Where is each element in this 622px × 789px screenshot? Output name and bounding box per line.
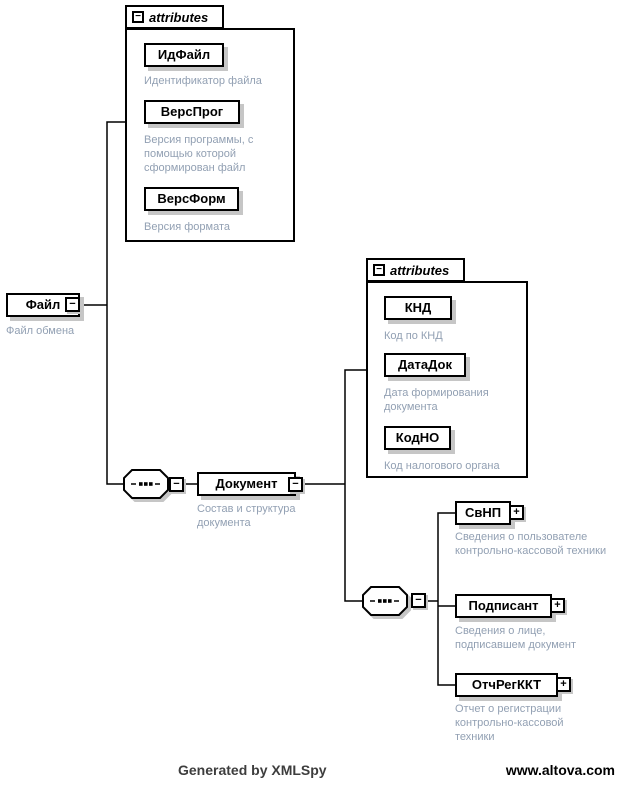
element-fajl-annotation: Файл обмена	[6, 325, 75, 337]
attribute-datadok-annotation: Дата формирования документа	[384, 387, 489, 413]
element-otchregkkt[interactable]: ОтчРегККТ	[455, 673, 558, 697]
element-dokument-annotation: Состав и структура документа	[197, 503, 296, 529]
element-podpisant-annotation: Сведения о лице, подписавшем документ	[455, 625, 577, 651]
element-otchregkkt-annotation: Отчет о регистрации контрольно-кассовой …	[455, 703, 564, 743]
document-attributes-header[interactable]: − attributes	[366, 258, 465, 282]
collapse-icon[interactable]: −	[169, 477, 184, 492]
element-svnp[interactable]: СвНП	[455, 501, 511, 525]
attribute-versprog[interactable]: ВерсПрог	[144, 100, 240, 124]
attribute-versform[interactable]: ВерсФорм	[144, 187, 239, 211]
collapse-icon[interactable]: −	[373, 264, 385, 276]
attribute-versform-annotation: Версия формата	[144, 221, 230, 233]
element-svnp-annotation: Сведения о пользователе контрольно-кассо…	[455, 531, 607, 557]
attribute-idfajl[interactable]: ИдФайл	[144, 43, 224, 67]
attribute-knd-annotation: Код по КНД	[384, 330, 443, 342]
attribute-kodno[interactable]: КодНО	[384, 426, 451, 450]
attribute-idfajl-annotation: Идентификатор файла	[144, 75, 262, 87]
attribute-knd[interactable]: КНД	[384, 296, 452, 320]
expand-icon[interactable]: +	[509, 505, 524, 520]
attribute-datadok[interactable]: ДатаДок	[384, 353, 466, 377]
sequence-compositor-icon[interactable]	[122, 468, 174, 504]
collapse-icon[interactable]: −	[65, 297, 80, 312]
attributes-label: attributes	[390, 262, 450, 278]
collapse-icon[interactable]: −	[132, 11, 144, 23]
element-dokument[interactable]: Документ	[197, 472, 296, 496]
element-podpisant[interactable]: Подписант	[455, 594, 552, 618]
attribute-versprog-annotation: Версия программы, с помощью которой сфор…	[144, 134, 254, 174]
expand-icon[interactable]: +	[556, 677, 571, 692]
attribute-kodno-annotation: Код налогового органа	[384, 460, 500, 472]
expand-icon[interactable]: +	[550, 598, 565, 613]
attributes-label: attributes	[149, 9, 209, 25]
generated-by-text: Generated by XMLSpy	[178, 762, 327, 778]
file-attributes-header[interactable]: − attributes	[125, 5, 224, 29]
sequence-compositor-icon[interactable]	[361, 585, 413, 621]
collapse-icon[interactable]: −	[411, 593, 426, 608]
collapse-icon[interactable]: −	[288, 477, 303, 492]
altova-link[interactable]: www.altova.com	[505, 762, 615, 778]
